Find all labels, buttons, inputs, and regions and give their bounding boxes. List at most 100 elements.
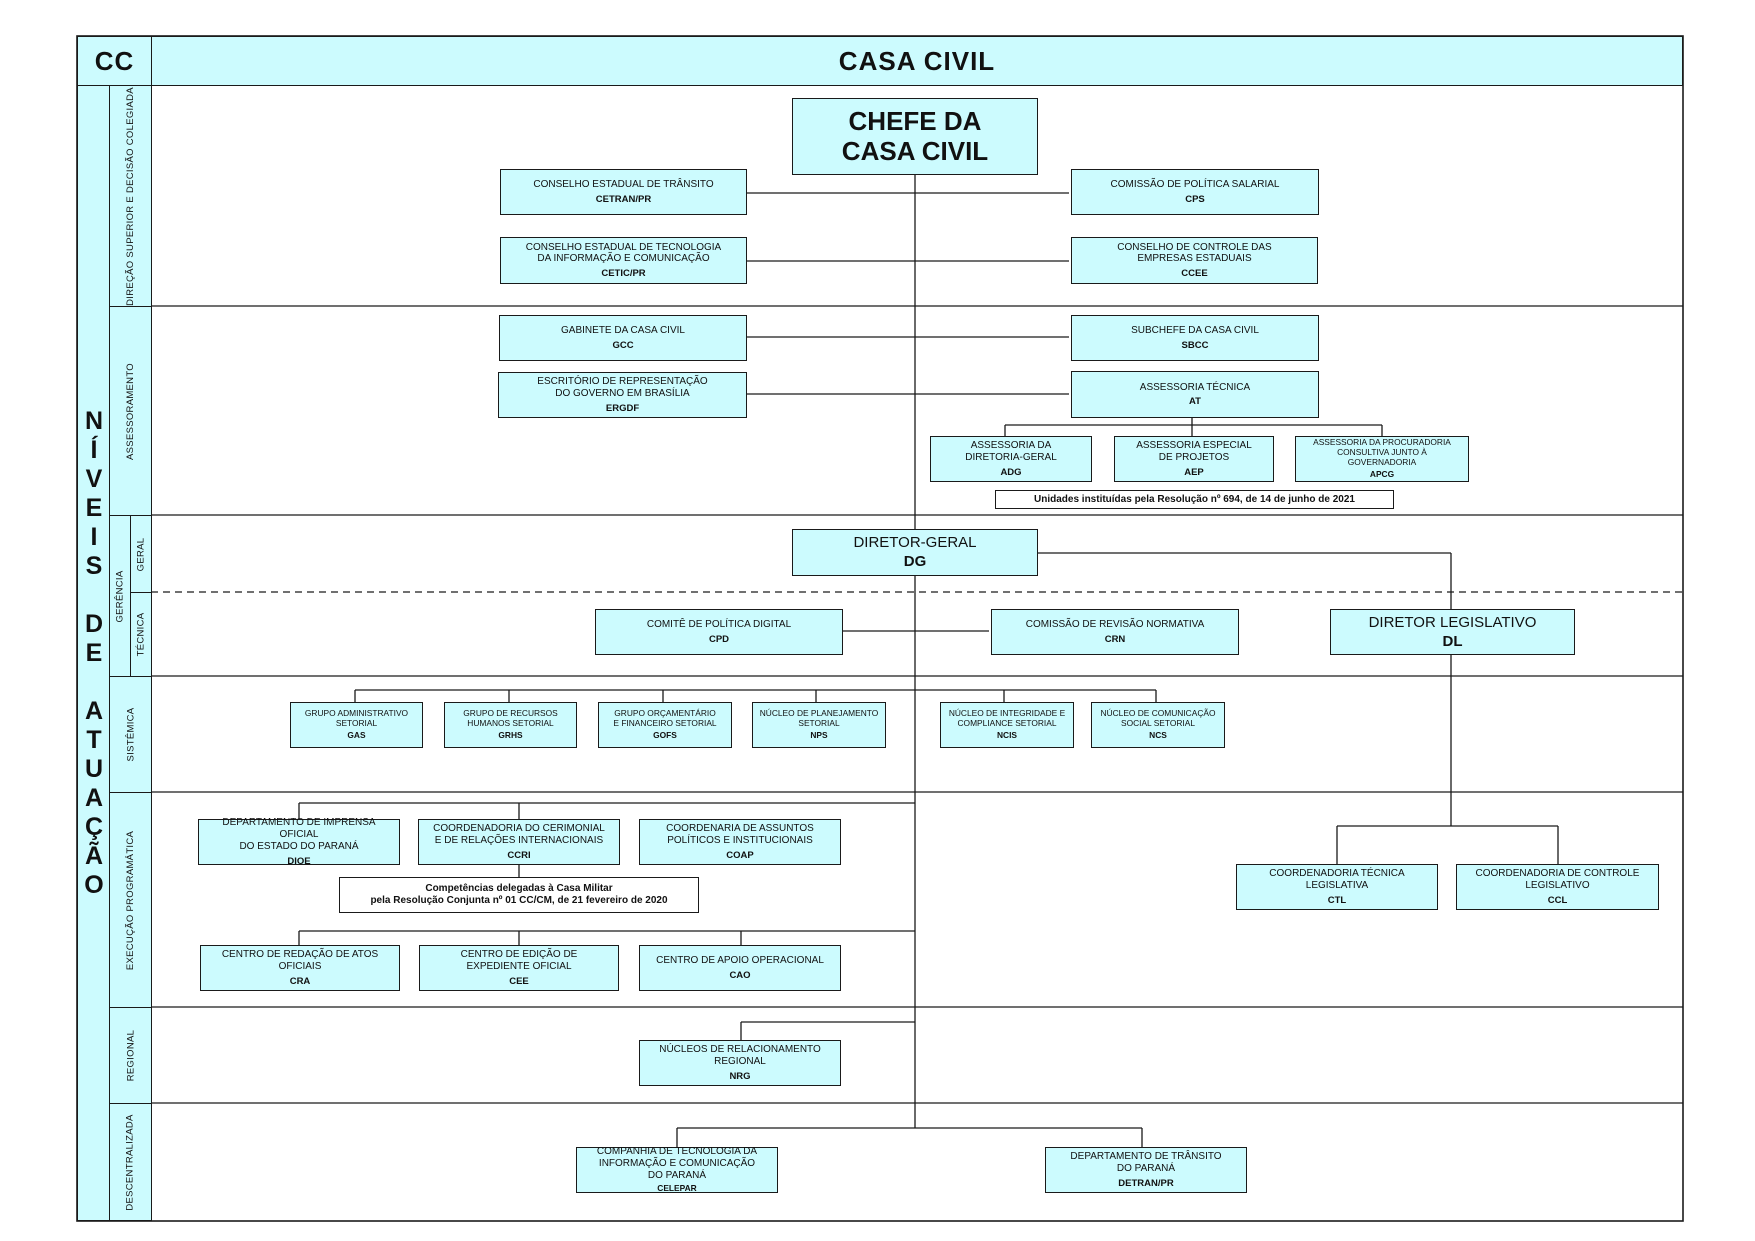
niveis-title: NÍVEIS DE ATUAÇÃO	[80, 406, 108, 900]
unit-celepar[interactable]: COMPANHIA DE TECNOLOGIA DA INFORMAÇÃO E …	[576, 1146, 778, 1193]
note-resolucao-text: Unidades instituídas pela Resolução nº 6…	[1034, 493, 1355, 505]
unit-cpd[interactable]: COMITÊ DE POLÍTICA DIGITAL CPD	[595, 609, 843, 655]
unit-apcg[interactable]: ASSESSORIA DA PROCURADORIA CONSULTIVA JU…	[1295, 436, 1469, 482]
level-sistemica: SISTÊMICA	[109, 676, 152, 793]
unit-name: DIRETOR-GERAL	[853, 534, 977, 552]
header-code: CC	[94, 45, 135, 76]
unit-dl[interactable]: DIRETOR LEGISLATIVO DL	[1330, 609, 1575, 655]
unit-abbr: GRHS	[498, 729, 523, 740]
note-resolucao: Unidades instituídas pela Resolução nº 6…	[995, 490, 1394, 509]
unit-cps[interactable]: COMISSÃO DE POLÍTICA SALARIAL CPS	[1071, 169, 1319, 215]
note-casa-militar-line1: Competências delegadas à Casa Militar	[425, 883, 613, 894]
unit-ccee[interactable]: CONSELHO DE CONTROLE DAS EMPRESAS ESTADU…	[1071, 237, 1318, 284]
unit-cetran[interactable]: CONSELHO ESTADUAL DE TRÂNSITO CETRAN/PR	[500, 169, 747, 215]
level-regional: REGIONAL	[109, 1007, 152, 1104]
level-execucao: EXECUÇÃO PROGRAMÁTICA	[109, 792, 152, 1008]
unit-cetic[interactable]: CONSELHO ESTADUAL DE TECNOLOGIA DA INFOR…	[500, 237, 747, 284]
unit-aep[interactable]: ASSESSORIA ESPECIAL DE PROJETOS AEP	[1114, 436, 1274, 482]
level-label-regional: REGIONAL	[125, 1029, 136, 1082]
unit-name: CONSELHO ESTADUAL DE TRÂNSITO	[533, 179, 714, 190]
unit-abbr: AT	[1189, 396, 1201, 408]
unit-name: GRUPO DE RECURSOS HUMANOS SETORIAL	[463, 708, 558, 729]
level-label-geral: GERAL	[135, 537, 147, 571]
unit-sbcc[interactable]: SUBCHEFE DA CASA CIVIL SBCC	[1071, 315, 1319, 361]
unit-name: ASSESSORIA ESPECIAL DE PROJETOS	[1136, 440, 1252, 463]
level-label-sistemica: SISTÊMICA	[125, 707, 136, 762]
unit-name: GRUPO ORÇAMENTÁRIO E FINANCEIRO SETORIAL	[613, 708, 717, 729]
unit-name: ASSESSORIA DA PROCURADORIA CONSULTIVA JU…	[1313, 437, 1451, 467]
unit-abbr: CCL	[1547, 894, 1568, 906]
unit-abbr: NRG	[729, 1070, 751, 1082]
level-gerencia: GERÊNCIA	[109, 515, 131, 677]
unit-abbr: NPS	[810, 729, 828, 740]
unit-name: CONSELHO DE CONTROLE DAS EMPRESAS ESTADU…	[1117, 241, 1272, 265]
unit-abbr: CAO	[729, 969, 751, 981]
level-label-descentralizada: DESCENTRALIZADA	[125, 1113, 137, 1211]
unit-abbr: ADG	[1000, 466, 1022, 478]
unit-dioe[interactable]: DEPARTAMENTO DE IMPRENSA OFICIAL DO ESTA…	[198, 817, 400, 867]
unit-crn[interactable]: COMISSÃO DE REVISÃO NORMATIVA CRN	[991, 609, 1239, 655]
note-casa-militar: Competências delegadas à Casa Militar pe…	[339, 877, 699, 913]
unit-abbr: DL	[1442, 632, 1463, 650]
header-code-cell: CC	[77, 36, 152, 86]
unit-abbr: CRA	[289, 975, 311, 987]
unit-ccl[interactable]: COORDENADORIA DE CONTROLE LEGISLATIVO CC…	[1456, 864, 1659, 910]
unit-name: DIRETOR LEGISLATIVO	[1368, 613, 1537, 631]
unit-abbr: CCRI	[507, 849, 531, 861]
unit-name: COORDENADORIA DE CONTROLE LEGISLATIVO	[1475, 868, 1640, 891]
unit-abbr: GCC	[612, 339, 634, 351]
unit-name: DEPARTAMENTO DE IMPRENSA OFICIAL DO ESTA…	[222, 817, 376, 852]
unit-ncis[interactable]: NÚCLEO DE INTEGRIDADE E COMPLIANCE SETOR…	[940, 702, 1074, 748]
unit-abbr: CPS	[1185, 193, 1205, 205]
unit-abbr: DIOE	[287, 855, 311, 867]
unit-ctl[interactable]: COORDENADORIA TÉCNICA LEGISLATIVA CTL	[1236, 864, 1438, 910]
unit-abbr: GOFS	[653, 729, 677, 740]
unit-grhs[interactable]: GRUPO DE RECURSOS HUMANOS SETORIAL GRHS	[444, 702, 577, 748]
unit-name: CENTRO DE REDAÇÃO DE ATOS OFICIAIS	[221, 949, 379, 972]
level-label-execucao: EXECUÇÃO PROGRAMÁTICA	[125, 830, 137, 970]
unit-abbr: COAP	[726, 849, 754, 861]
unit-adg[interactable]: ASSESSORIA DA DIRETORIA-GERAL ADG	[930, 436, 1092, 482]
unit-cee[interactable]: CENTRO DE EDIÇÃO DE EXPEDIENTE OFICIAL C…	[419, 945, 619, 991]
unit-abbr: NCS	[1149, 729, 1167, 740]
unit-chefe[interactable]: CHEFE DA CASA CIVIL	[792, 98, 1038, 175]
unit-gas[interactable]: GRUPO ADMINISTRATIVO SETORIAL GAS	[290, 702, 423, 748]
unit-ncs[interactable]: NÚCLEO DE COMUNICAÇÃO SOCIAL SETORIAL NC…	[1091, 702, 1225, 748]
unit-nps[interactable]: NÚCLEO DE PLANEJAMENTO SETORIAL NPS	[752, 702, 886, 748]
unit-abbr: AEP	[1184, 466, 1204, 478]
unit-abbr: ERGDF	[605, 402, 640, 414]
unit-abbr: APCG	[1369, 468, 1395, 479]
level-label-tecnica: TÉCNICA	[135, 612, 147, 657]
unit-at[interactable]: ASSESSORIA TÉCNICA AT	[1071, 371, 1319, 418]
unit-gcc[interactable]: GABINETE DA CASA CIVIL GCC	[499, 315, 747, 361]
unit-dg[interactable]: DIRETOR-GERAL DG	[792, 529, 1038, 576]
unit-name: NÚCLEO DE PLANEJAMENTO SETORIAL	[759, 708, 879, 729]
unit-name: CENTRO DE EDIÇÃO DE EXPEDIENTE OFICIAL	[460, 949, 578, 972]
level-tecnica: TÉCNICA	[130, 592, 152, 677]
unit-abbr: DETRAN/PR	[1118, 1177, 1174, 1189]
unit-cao[interactable]: CENTRO DE APOIO OPERACIONAL CAO	[639, 945, 841, 991]
unit-name: COORDENADORIA TÉCNICA LEGISLATIVA	[1269, 868, 1405, 891]
unit-name: ASSESSORIA TÉCNICA	[1139, 381, 1251, 393]
unit-coap[interactable]: COORDENARIA DE ASSUNTOS POLÍTICOS E INST…	[639, 819, 841, 865]
unit-detran[interactable]: DEPARTAMENTO DE TRÂNSITO DO PARANÁ DETRA…	[1045, 1147, 1247, 1193]
header-title-cell: CASA CIVIL	[151, 36, 1683, 86]
unit-name: GABINETE DA CASA CIVIL	[561, 325, 685, 336]
unit-name: COORDENARIA DE ASSUNTOS POLÍTICOS E INST…	[666, 823, 814, 846]
level-direcao: DIREÇÃO SUPERIOR E DECISÃO COLEGIADA	[109, 85, 152, 307]
unit-abbr: CCEE	[1181, 268, 1208, 280]
unit-name: COMITÊ DE POLÍTICA DIGITAL	[646, 619, 792, 630]
unit-name: NÚCLEOS DE RELACIONAMENTO REGIONAL	[659, 1044, 821, 1067]
unit-ccri[interactable]: COORDENADORIA DO CERIMONIAL E DE RELAÇÕE…	[418, 819, 620, 865]
unit-cra[interactable]: CENTRO DE REDAÇÃO DE ATOS OFICIAIS CRA	[200, 945, 400, 991]
niveis-column: NÍVEIS DE ATUAÇÃO	[77, 85, 110, 1221]
unit-name: SUBCHEFE DA CASA CIVIL	[1131, 325, 1259, 336]
unit-abbr: NCIS	[996, 729, 1017, 740]
unit-nrg[interactable]: NÚCLEOS DE RELACIONAMENTO REGIONAL NRG	[639, 1040, 841, 1086]
page-title: CASA CIVIL	[838, 45, 996, 76]
unit-ergdf[interactable]: ESCRITÓRIO DE REPRESENTAÇÃO DO GOVERNO E…	[498, 372, 747, 418]
unit-abbr: GAS	[347, 729, 366, 740]
unit-gofs[interactable]: GRUPO ORÇAMENTÁRIO E FINANCEIRO SETORIAL…	[598, 702, 732, 748]
level-geral: GERAL	[130, 515, 152, 593]
